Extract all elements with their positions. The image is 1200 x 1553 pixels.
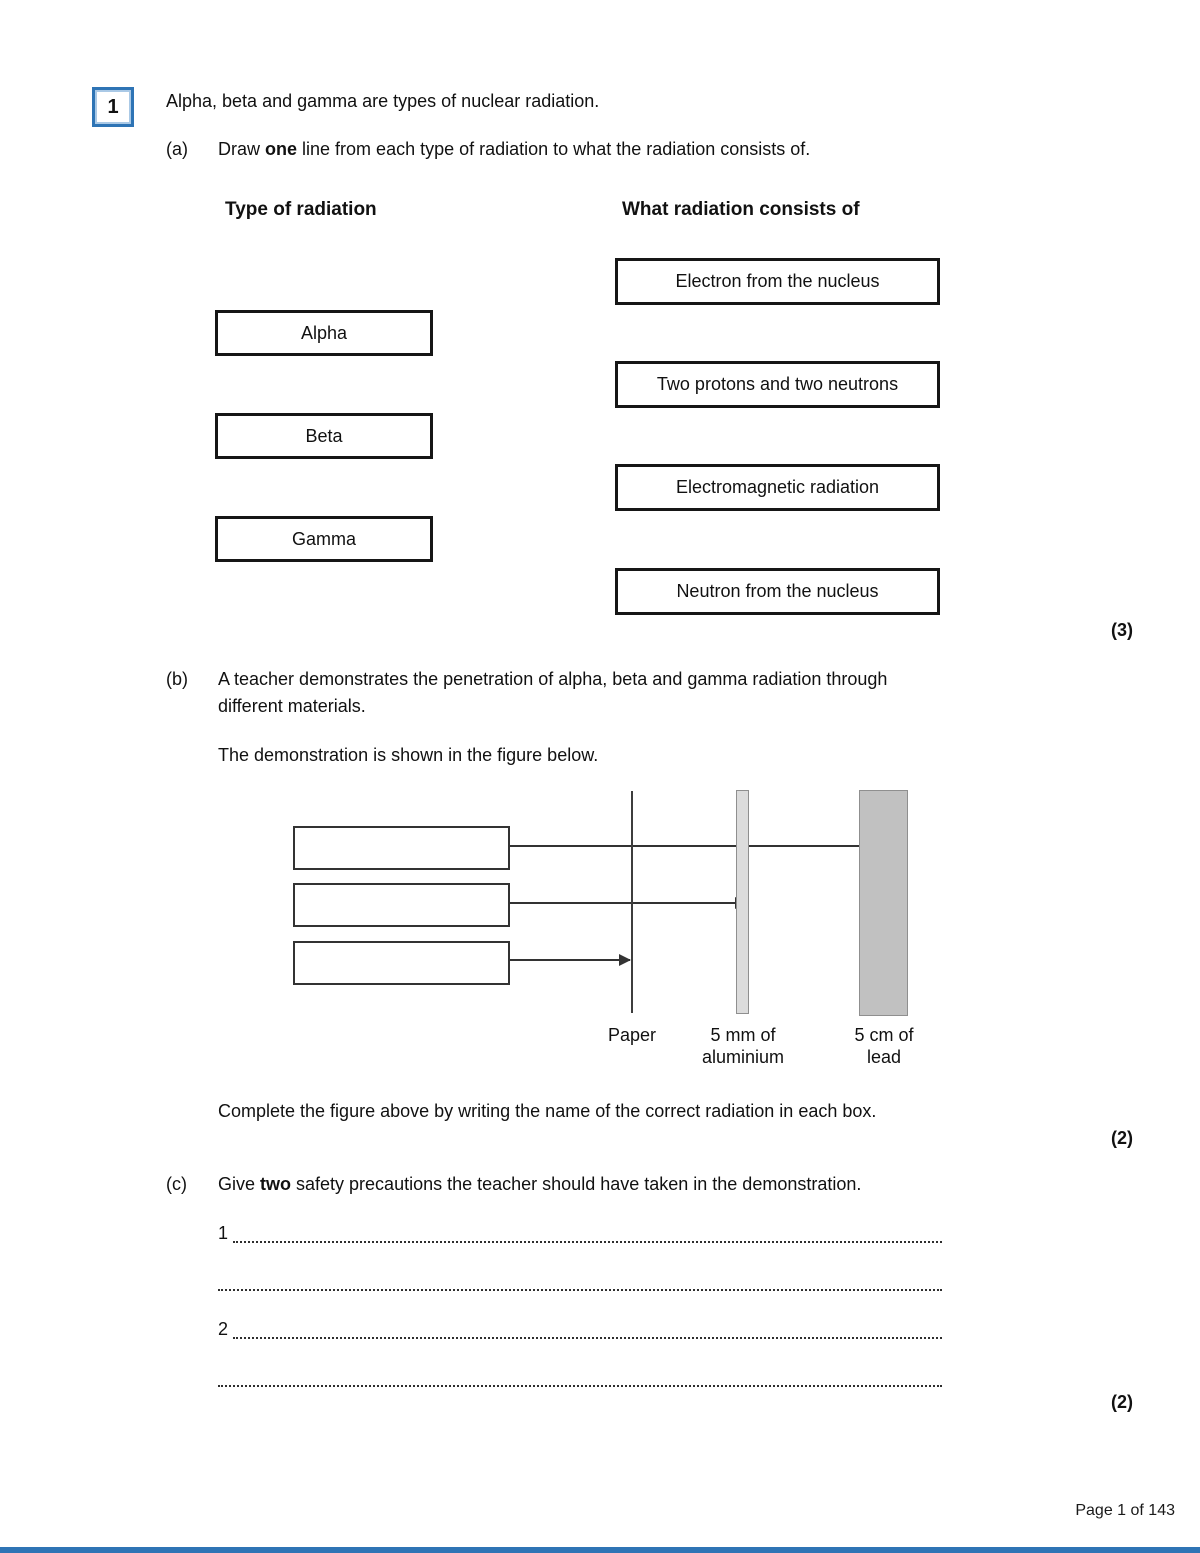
part-a-prompt-suffix: line from each type of radiation to what… (297, 139, 811, 159)
part-b-text-line3: The demonstration is shown in the figure… (218, 745, 599, 765)
radiation-consists-label: Electron from the nucleus (675, 271, 880, 291)
dotted-answer-line[interactable] (218, 1363, 942, 1387)
lead-barrier (859, 790, 908, 1016)
aluminium-label: 5 mm of aluminium (701, 1025, 785, 1067)
radiation-type-label: Alpha (300, 322, 348, 343)
radiation-consists-label: Electromagnetic radiation (675, 477, 880, 497)
radiation-answer-box-1[interactable] (293, 826, 510, 870)
part-b-text-line2: different materials. (218, 696, 366, 716)
column-header-what-radiation-consists-of: What radiation consists of (622, 199, 860, 220)
radiation-consists-box-electron[interactable]: Electron from the nucleus (615, 258, 940, 305)
radiation-consists-label: Two protons and two neutrons (656, 374, 899, 394)
part-b-marks: (2) (1111, 1128, 1133, 1148)
radiation-answer-box-2[interactable] (293, 883, 510, 927)
part-c-prompt: Give two safety precautions the teacher … (218, 1171, 861, 1197)
part-c-prompt-prefix: Give (218, 1174, 261, 1194)
column-header-type-of-radiation: Type of radiation (225, 199, 377, 220)
dotted-answer-line[interactable] (233, 1219, 942, 1243)
radiation-answer-box-3[interactable] (293, 941, 510, 985)
radiation-consists-box-electromagnetic[interactable]: Electromagnetic radiation (615, 464, 940, 511)
part-a-prompt-prefix: Draw (218, 139, 266, 159)
part-a-prompt-bold: one (265, 139, 298, 159)
lead-label: 5 cm of lead (854, 1025, 914, 1067)
part-b-instruction: Complete the figure above by writing the… (218, 1101, 877, 1121)
radiation-consists-box-neutron[interactable]: Neutron from the nucleus (615, 568, 940, 615)
radiation-type-label: Gamma (291, 528, 356, 549)
part-c-marks: (2) (1111, 1392, 1133, 1412)
dotted-answer-line[interactable] (218, 1267, 942, 1291)
radiation-consists-box-protons-neutrons[interactable]: Two protons and two neutrons (615, 361, 940, 408)
radiation-type-box-beta[interactable]: Beta (215, 413, 433, 459)
part-b-label: (b) (166, 669, 188, 689)
radiation-type-box-gamma[interactable]: Gamma (215, 516, 433, 562)
arrowhead-icon (619, 954, 631, 966)
answer-line-2[interactable]: 2 (218, 1317, 942, 1339)
page-number-label: Page 1 of 143 (1075, 1502, 1175, 1519)
part-a-label: (a) (166, 139, 188, 159)
beam-arrow-to-aluminium (508, 897, 747, 909)
part-a-marks: (3) (1111, 620, 1133, 640)
answer-line-1-continued[interactable] (218, 1269, 942, 1291)
part-b-text-line1: A teacher demonstrates the penetration o… (218, 669, 888, 689)
radiation-type-label: Beta (305, 425, 343, 446)
answer-line-number: 1 (218, 1223, 229, 1243)
paper-barrier-line (631, 791, 633, 1013)
part-c-prompt-bold: two (260, 1174, 292, 1194)
part-c-label: (c) (166, 1174, 187, 1194)
part-a-prompt: Draw one line from each type of radiatio… (218, 136, 810, 162)
question-intro: Alpha, beta and gamma are types of nucle… (166, 91, 600, 111)
radiation-type-box-alpha[interactable]: Alpha (215, 310, 433, 356)
part-c-prompt-suffix: safety precautions the teacher should ha… (291, 1174, 862, 1194)
question-number: 1 (107, 95, 119, 118)
beam-arrow-to-lead (508, 840, 904, 852)
question-number-box: 1 (92, 87, 134, 127)
aluminium-barrier (736, 790, 749, 1014)
radiation-consists-label: Neutron from the nucleus (676, 581, 879, 601)
answer-line-1[interactable]: 1 (218, 1221, 942, 1243)
dotted-answer-line[interactable] (233, 1315, 942, 1339)
footer-accent-bar (0, 1547, 1200, 1553)
beam-arrow-to-paper (508, 954, 631, 966)
paper-label: Paper (607, 1025, 657, 1045)
answer-line-2-continued[interactable] (218, 1365, 942, 1387)
answer-line-number: 2 (218, 1319, 229, 1339)
